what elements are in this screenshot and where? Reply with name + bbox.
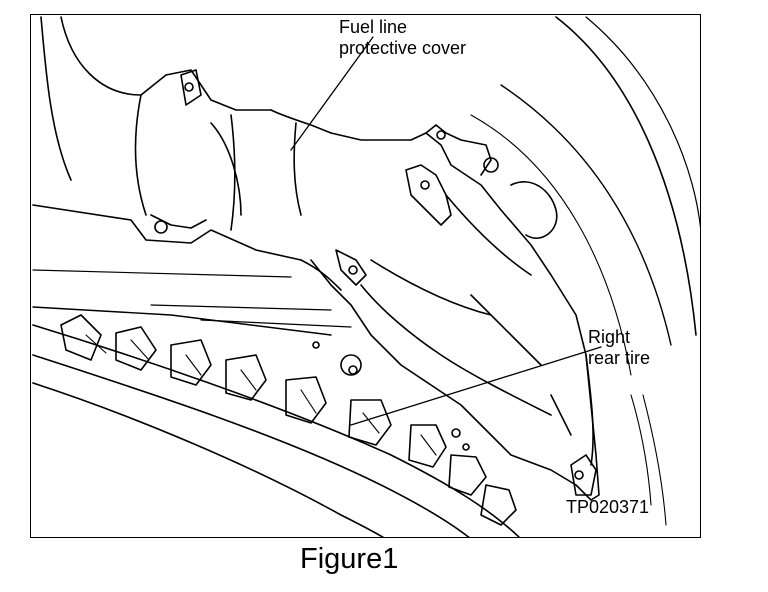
fuel-duct bbox=[32, 16, 342, 291]
illustration-frame bbox=[30, 14, 701, 538]
tire-tread bbox=[32, 314, 521, 537]
floor-holes bbox=[312, 341, 470, 451]
right-rear-tire-line1: Right bbox=[588, 327, 631, 347]
figure-caption: Figure1 bbox=[300, 543, 399, 575]
wheel-well-arcs bbox=[470, 16, 700, 526]
fuel-line-cover-drawing bbox=[32, 16, 700, 537]
fuel-line-cover-line2: protective cover bbox=[339, 38, 467, 58]
right-rear-tire-callout: Right rear tire bbox=[588, 327, 650, 369]
fuel-line-cover-line1: Fuel line bbox=[339, 17, 408, 37]
protective-cover bbox=[310, 124, 600, 501]
leader-lines bbox=[290, 36, 602, 426]
fuel-line-cover-callout: Fuel line protective cover bbox=[339, 17, 466, 59]
figure-code: TP020371 bbox=[566, 497, 650, 517]
right-rear-tire-line2: rear tire bbox=[588, 348, 651, 368]
body-lines bbox=[32, 269, 352, 336]
